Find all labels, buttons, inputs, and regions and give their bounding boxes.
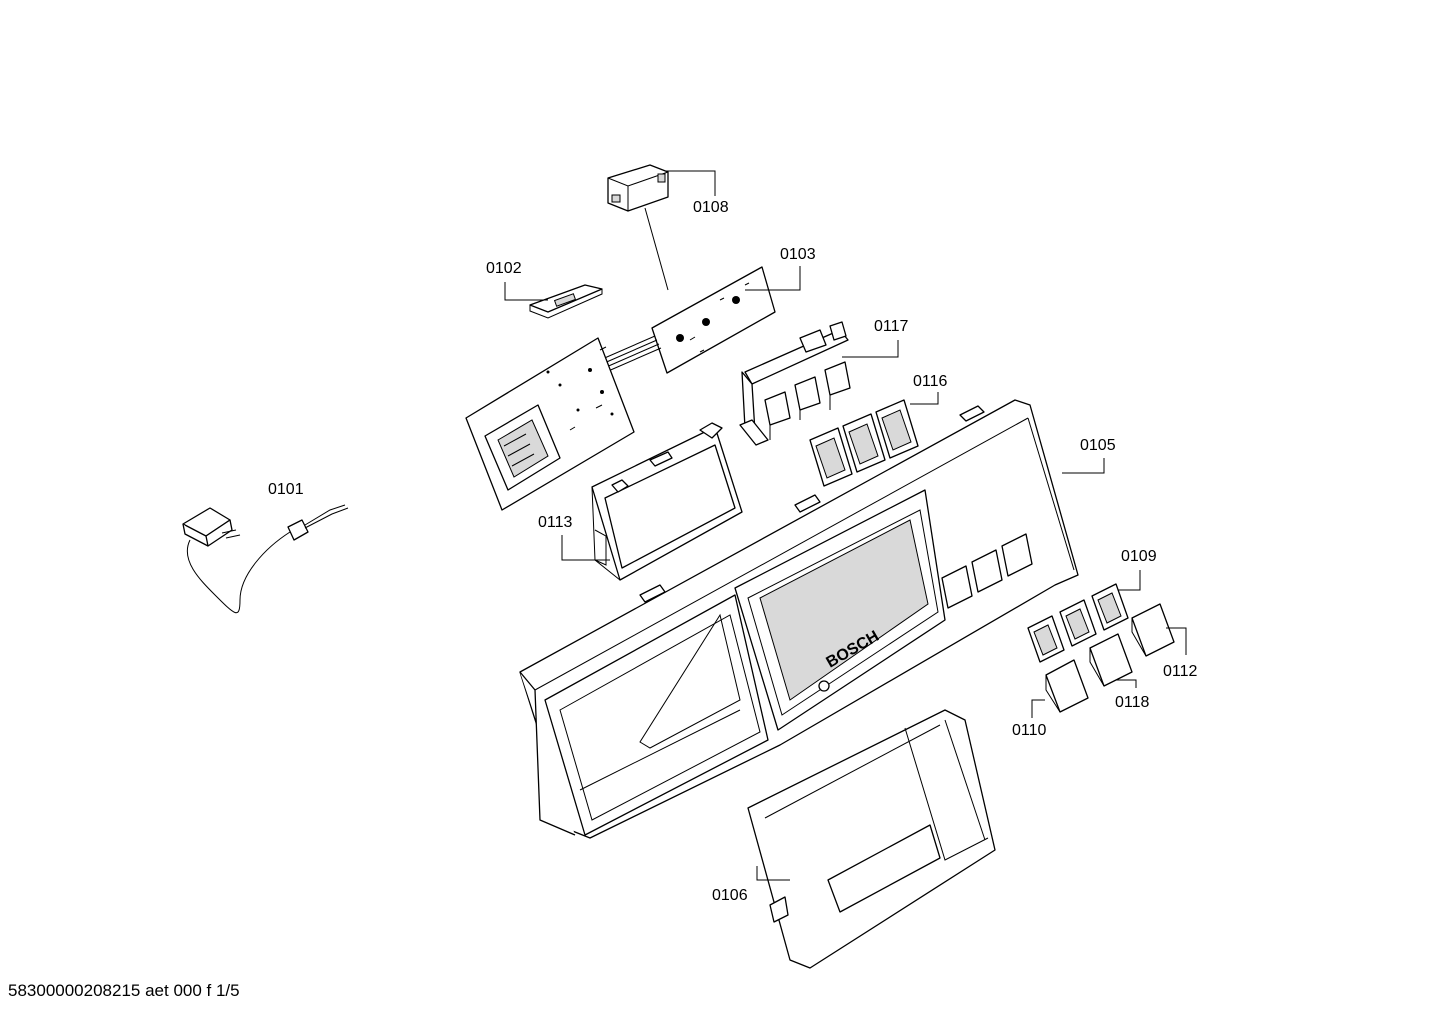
label-0113: 0113 (538, 514, 573, 531)
part-0113-display-frame[interactable] (591, 422, 743, 581)
part-0110-key-cap[interactable] (1045, 659, 1089, 713)
label-0105: 0105 (1080, 437, 1116, 454)
part-0108-module[interactable] (607, 164, 669, 291)
part-0109-key-frames[interactable] (1027, 583, 1129, 663)
part-0118-key-cap[interactable] (1089, 633, 1133, 687)
label-0110: 0110 (1012, 722, 1047, 739)
leader-lines (504, 170, 1187, 881)
part-0102-bracket[interactable] (529, 284, 603, 319)
part-0117-key-carrier[interactable] (739, 321, 851, 446)
part-0103-display-board[interactable] (651, 266, 776, 374)
document-footer-id: 58300000208215 aet 000 f 1/5 (8, 981, 240, 1000)
part-0116-key-frames[interactable] (809, 399, 919, 487)
label-0108: 0108 (693, 199, 729, 216)
label-0102: 0102 (486, 260, 522, 277)
label-0116: 0116 (913, 373, 948, 390)
label-0117: 0117 (874, 318, 909, 335)
label-0109: 0109 (1121, 548, 1157, 565)
part-0106-drawer-handle[interactable] (747, 709, 996, 969)
label-0112: 0112 (1163, 663, 1198, 680)
label-0103: 0103 (780, 246, 816, 263)
part-0105-control-panel[interactable]: BOSCH (519, 399, 1079, 839)
label-0118: 0118 (1115, 694, 1150, 711)
part-0101-power-cable[interactable] (182, 504, 349, 613)
part-main-control-board[interactable] (465, 337, 635, 511)
ribbon-cable (599, 335, 662, 373)
label-0101: 0101 (268, 481, 304, 498)
label-0106: 0106 (712, 887, 748, 904)
part-0112-key-cap[interactable] (1131, 603, 1175, 657)
